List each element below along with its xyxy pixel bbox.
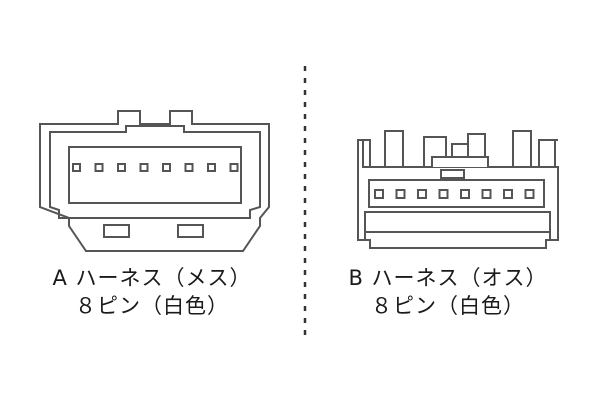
connector-a-pin-5 [162, 163, 171, 172]
connector-a-inner-frame [49, 125, 261, 219]
connector-b-pin-3 [417, 189, 427, 199]
connector-b-key-slot [440, 169, 465, 179]
connector-b-drawing [357, 130, 559, 249]
connector-b-tab-1 [384, 130, 404, 168]
connector-a-pins: ８ピン（白色） [75, 294, 229, 318]
connector-a-cavity [68, 146, 242, 204]
connector-b-label: B ハーネス（オス） ８ピン（白色） [298, 264, 598, 320]
connector-a-pin-7 [207, 163, 216, 172]
connector-b-pin-8 [524, 189, 535, 199]
connector-b-center-bump [431, 156, 489, 167]
connector-b-pin-6 [481, 189, 492, 199]
connector-b-top-ledge [358, 139, 558, 167]
connector-a-latch-left [103, 224, 130, 238]
connector-a-pin-1 [72, 163, 81, 172]
connector-b-pin-7 [503, 189, 513, 199]
connector-b-pin-2 [395, 189, 406, 199]
connector-a-pin-8 [229, 163, 239, 172]
connector-b-pin-1 [374, 189, 384, 199]
connector-b-pin-row-frame [368, 179, 545, 208]
connector-a-pin-6 [184, 163, 194, 172]
connector-b-base-line [364, 232, 551, 240]
connector-b-tab-4 [512, 130, 532, 168]
connector-a-pin-3 [117, 163, 126, 172]
connector-a-label: A ハーネス（メス） ８ピン（白色） [2, 264, 302, 320]
connector-b-pin-4 [438, 189, 449, 199]
connector-b-lower-band [364, 211, 551, 233]
connector-b-name: B ハーネス（オス） [348, 266, 548, 290]
connector-a-latch-right [177, 224, 204, 238]
connector-b-center-key [451, 143, 469, 158]
connector-b-pin-5 [460, 189, 470, 199]
connector-b-pins: ８ピン（白色） [371, 294, 525, 318]
connector-a-name: A ハーネス（メス） [52, 266, 252, 290]
connector-b-tab-5 [538, 139, 556, 168]
connector-a-pin-4 [139, 163, 149, 172]
connector-a-drawing [39, 110, 270, 252]
connector-a-pin-2 [94, 163, 104, 172]
